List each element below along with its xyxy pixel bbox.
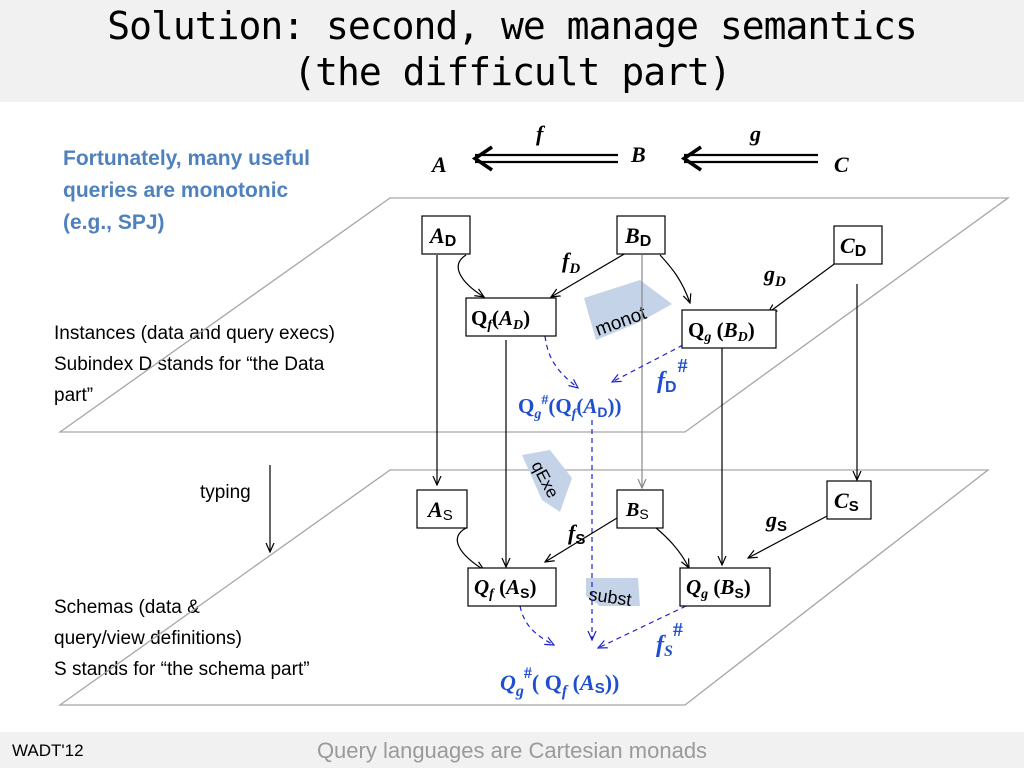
top-arrow-g [680, 145, 818, 172]
dash-QgBS-result [598, 605, 687, 648]
label-AD: AD [428, 223, 456, 250]
desc-line: Subindex D stands for “the Data [54, 354, 325, 375]
box-QgBD [681, 309, 777, 349]
desc-line: query/view definitions) [54, 628, 242, 649]
note-line: (e.g., SPJ) [63, 211, 165, 234]
label-fD: fD [562, 248, 580, 277]
footer-title: Query languages are Cartesian monads [316, 738, 708, 763]
arrow-gD [768, 261, 838, 313]
note-line: queries are monotonic [63, 179, 289, 202]
top-g-label: g [749, 121, 761, 146]
box-CD [833, 225, 883, 265]
footer-band [0, 732, 1024, 768]
label-fS: fS [568, 520, 585, 548]
qexe-tag [522, 450, 572, 512]
box-QfAS [467, 567, 557, 607]
data-plane [57, 197, 1011, 433]
arrow-AD-QfAD [457, 254, 484, 297]
label-QgBS: Qg (BS) [686, 575, 751, 602]
box-BS [616, 489, 664, 529]
top-B-label: B [630, 142, 646, 167]
monotonic-note: Fortunately, many useful queries are mon… [63, 143, 363, 239]
box-QgBS [679, 567, 771, 607]
top-arrow-f [471, 145, 618, 172]
label-fS-hash: fS# [656, 619, 683, 660]
label-QfAD: Qf(AD) [471, 306, 530, 333]
label-BS: BS [625, 499, 649, 522]
arrow-AS-QfAS [456, 527, 484, 570]
monot-tag [584, 280, 672, 340]
top-f-label: f [536, 121, 546, 146]
label-gD: gD [763, 261, 786, 290]
desc-line: Schemas (data & [54, 597, 200, 618]
arrow-BD-QgBD [659, 254, 690, 303]
label-fD-hash: fD# [657, 355, 688, 396]
instances-description: Instances (data and query execs) Subinde… [54, 318, 335, 411]
arrow-BS-QgBS [654, 526, 689, 568]
desc-line: part” [54, 385, 94, 406]
note-line: Fortunately, many useful [63, 147, 310, 170]
subst-tag [586, 578, 640, 606]
slide-title-line1: Solution: second, we manage semantics [107, 4, 917, 48]
typing-label: typing [200, 482, 251, 503]
label-QfAS: Qf (AS) [474, 575, 536, 602]
label-gS: gS [765, 507, 787, 535]
label-BD: BD [624, 223, 651, 250]
box-BD [616, 215, 666, 255]
box-CS [826, 480, 872, 520]
top-A-label: A [430, 152, 447, 177]
arrow-fD [551, 252, 627, 297]
label-CS: CS [834, 488, 859, 515]
title-band [0, 0, 1024, 102]
arrow-fS [545, 517, 618, 562]
desc-line: Instances (data and query execs) [54, 323, 335, 344]
slide-title-line2: (the difficult part) [293, 50, 732, 94]
arrow-gS [748, 514, 830, 558]
top-C-label: C [834, 152, 849, 177]
dash-QfAD-result [544, 335, 578, 388]
footer-venue: WADT'12 [12, 741, 84, 760]
box-QfAD [465, 297, 557, 337]
data-result-expression: Qg#(Qf(AD)) [518, 393, 621, 422]
dash-QgBD-result [612, 344, 684, 382]
dash-QfAS-result [519, 605, 554, 645]
box-AD [421, 215, 471, 255]
label-CD: CD [840, 233, 866, 260]
label-QgBD: Qg (BD) [688, 318, 755, 345]
label-AS: AS [426, 497, 453, 524]
box-AS [416, 489, 468, 529]
schema-result-expression: Qg#( Qf (AS)) [500, 665, 619, 700]
schema-plane [57, 469, 990, 706]
